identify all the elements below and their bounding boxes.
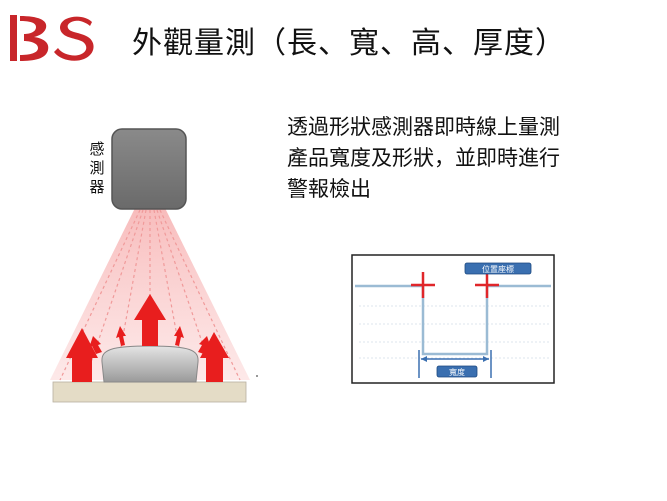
arrow-small-4 (198, 336, 211, 354)
description-line: 透過形狀感測器即時線上量測 (287, 115, 560, 139)
diagram-frame (351, 254, 555, 384)
description: 透過形狀感測器即時線上量測 產品寬度及形狀，並即時進行 警報檢出 (287, 112, 639, 205)
measurement-diagram: 位置座標 寬度 (351, 254, 555, 384)
sensor-label-char: 感 (89, 140, 105, 158)
arrow-small-2 (116, 326, 126, 346)
stray-dot (256, 375, 258, 377)
page-title: 外觀量測（長、寬、高、厚度） (132, 26, 566, 61)
position-label-box (464, 262, 532, 275)
sensor-label-char: 測 (89, 159, 105, 177)
arrow-left-large (66, 328, 98, 382)
logo-letter-s (54, 16, 94, 61)
sensor-body (111, 128, 187, 210)
position-label: 位置座標 (482, 265, 514, 274)
sensor-label: 感 測 器 (87, 140, 107, 197)
measurement-svg (351, 254, 555, 384)
logo-letter-b (20, 16, 49, 61)
arrow-small-1 (89, 336, 102, 354)
sensor-scene (50, 128, 258, 403)
width-label: 寬度 (449, 368, 465, 377)
arrows (66, 294, 229, 382)
sensor-label-char: 器 (89, 178, 105, 196)
product (101, 345, 199, 383)
arrow-small-3 (174, 326, 184, 346)
description-line: 警報檢出 (287, 177, 371, 201)
description-line: 產品寬度及形狀，並即時進行 (287, 146, 560, 170)
width-label-box (436, 365, 478, 378)
width-measure (418, 350, 492, 378)
bs-logo (10, 15, 94, 61)
position-markers (411, 272, 499, 298)
logo-bar (10, 15, 17, 61)
base-plate (52, 381, 247, 403)
arrow-right-large (200, 332, 229, 382)
arrow-center-large (134, 294, 166, 346)
